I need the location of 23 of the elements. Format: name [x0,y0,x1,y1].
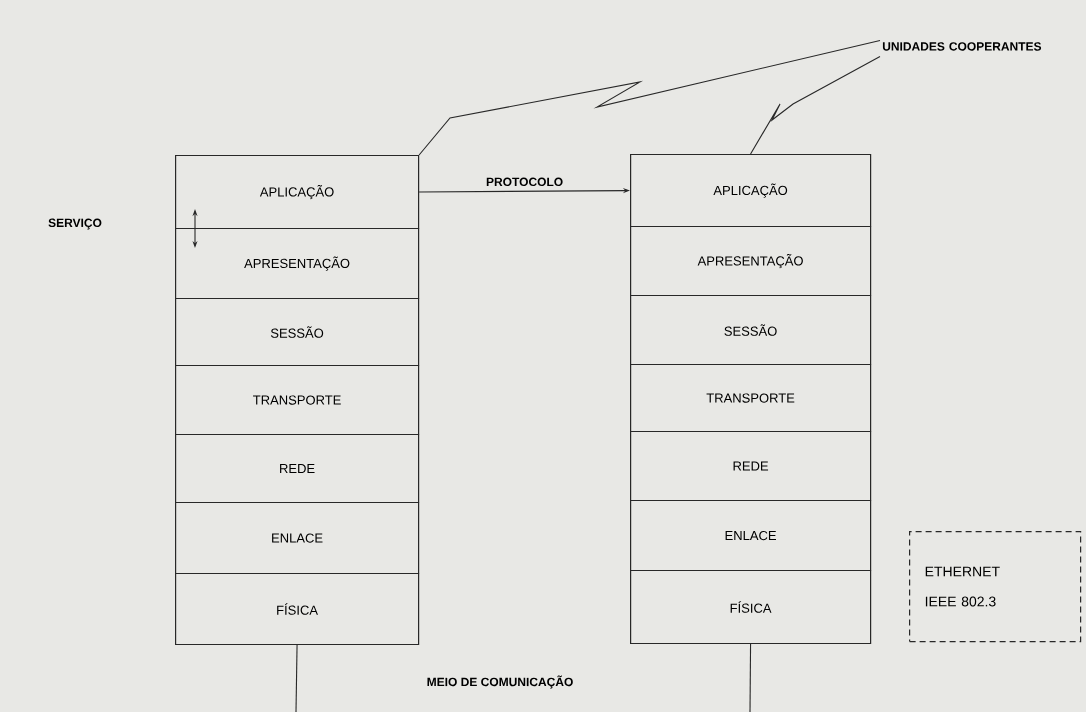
layer-box: SESSÃO [630,295,872,366]
layer-box: REDE [175,434,420,504]
leader-line [750,55,881,155]
layer-box: FÍSICA [175,573,420,646]
layer-box: APLICAÇÃO [175,155,420,230]
layer-box: APRESENTAÇÃO [175,228,420,300]
layer-box: TRANSPORTE [175,365,420,436]
dashed-box: ETHERNET IEEE 802.3 [909,531,1082,643]
edge-label: PROTOCOLO [486,177,563,187]
layer-box: TRANSPORTE [630,364,872,433]
layer-box: ENLACE [630,500,872,572]
layer-box: FÍSICA [630,570,872,645]
text-label: MEIO DE COMUNICAÇÃO [427,675,573,689]
layer-box: ENLACE [175,502,420,575]
layer-box: SESSÃO [175,298,420,367]
layer-box: REDE [630,431,872,502]
line [295,644,298,712]
layer-box: APRESENTAÇÃO [630,226,872,297]
line [749,643,752,712]
leader-line [418,39,881,156]
text-label: SERVIÇO [48,218,102,230]
layer-box: APLICAÇÃO [630,154,872,228]
callout-text: UNIDADES COOPERANTES [882,42,1042,51]
